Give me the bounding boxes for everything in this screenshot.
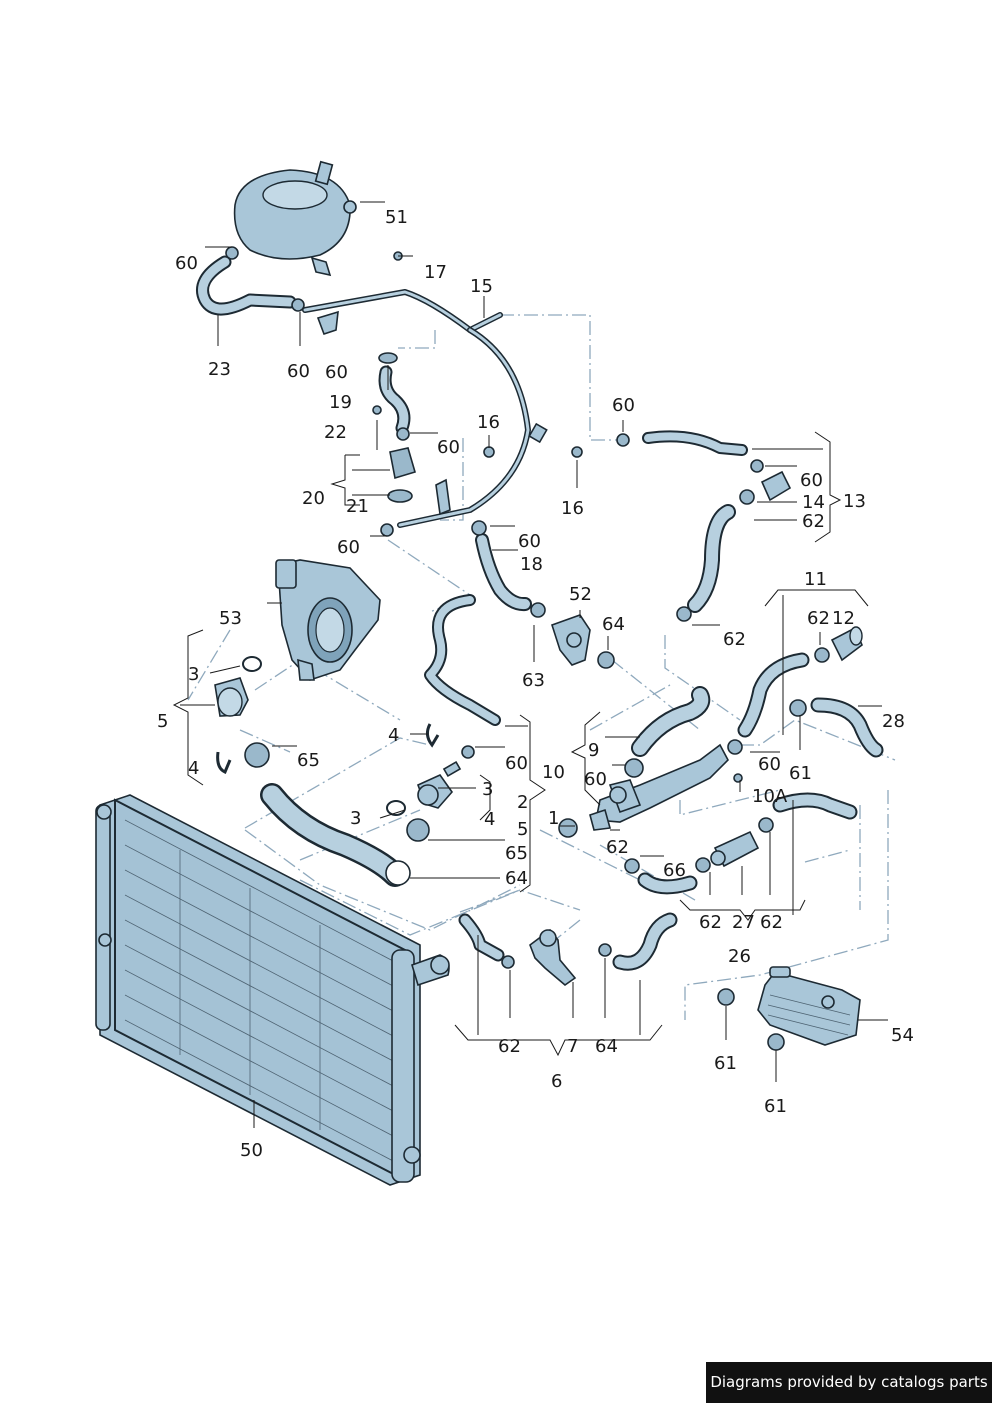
label-13: 13 <box>843 491 866 512</box>
hose-2 <box>424 594 501 726</box>
label-60: 60 <box>287 361 310 382</box>
label-6: 6 <box>551 1071 562 1092</box>
label-60: 60 <box>505 753 528 774</box>
label-61: 61 <box>789 763 812 784</box>
label-62: 62 <box>807 608 830 629</box>
label-15: 15 <box>470 276 493 297</box>
catalog-credit-banner: Diagrams provided by catalogs parts <box>706 1362 992 1403</box>
expansion-tank <box>233 160 357 277</box>
label-5: 5 <box>157 711 168 732</box>
label-7: 7 <box>567 1036 578 1057</box>
coolant-pipe-15 <box>302 289 548 528</box>
label-64: 64 <box>595 1036 618 1057</box>
label-4: 4 <box>188 758 199 779</box>
label-27: 27 <box>732 912 755 933</box>
connector-5 <box>214 656 262 717</box>
label-53: 53 <box>219 608 242 629</box>
label-60: 60 <box>584 769 607 790</box>
label-62: 62 <box>760 912 783 933</box>
label-61: 61 <box>714 1053 737 1074</box>
hose-13 <box>642 430 748 613</box>
label-62: 62 <box>498 1036 521 1057</box>
label-12: 12 <box>832 608 855 629</box>
label-16: 16 <box>561 498 584 519</box>
connector-3-right <box>386 723 462 816</box>
label-28: 28 <box>882 711 905 732</box>
label-16: 16 <box>477 412 500 433</box>
label-10a: 10A <box>752 786 788 807</box>
label-21: 21 <box>346 496 369 517</box>
label-10: 10 <box>542 762 565 783</box>
label-60: 60 <box>175 253 198 274</box>
label-60: 60 <box>612 395 635 416</box>
coolant-distributor-10 <box>589 686 729 831</box>
label-64: 64 <box>505 868 528 889</box>
label-3: 3 <box>482 779 493 800</box>
hose-19 <box>378 365 411 435</box>
label-62: 62 <box>699 912 722 933</box>
callout-labels: 51 60 17 15 23 60 60 19 22 16 60 20 21 1… <box>157 207 914 1161</box>
label-62: 62 <box>606 837 629 858</box>
label-65: 65 <box>505 843 528 864</box>
label-20: 20 <box>302 488 325 509</box>
label-60: 60 <box>758 754 781 775</box>
label-63: 63 <box>522 670 545 691</box>
label-65: 65 <box>297 750 320 771</box>
label-64: 64 <box>602 614 625 635</box>
hose-28 <box>810 697 884 758</box>
label-66: 66 <box>663 860 686 881</box>
thermostat-housing <box>275 559 381 681</box>
label-19: 19 <box>329 392 352 413</box>
leader-lines <box>172 201 888 1128</box>
label-5: 5 <box>517 819 528 840</box>
label-17: 17 <box>424 262 447 283</box>
label-22: 22 <box>324 422 347 443</box>
label-60: 60 <box>437 437 460 458</box>
hose-18 <box>475 533 532 612</box>
hose-11 <box>737 652 810 738</box>
label-60: 60 <box>518 531 541 552</box>
label-4: 4 <box>484 809 495 830</box>
label-11: 11 <box>804 569 827 590</box>
label-14: 14 <box>802 492 825 513</box>
label-61: 61 <box>764 1096 787 1117</box>
label-60: 60 <box>337 537 360 558</box>
part-27 <box>710 830 760 868</box>
label-4: 4 <box>388 725 399 746</box>
label-1: 1 <box>548 808 559 829</box>
hose-6-assembly <box>458 912 678 987</box>
label-54: 54 <box>891 1025 914 1046</box>
label-52: 52 <box>569 584 592 605</box>
hose-10a <box>772 792 858 820</box>
label-51: 51 <box>385 207 408 228</box>
label-50: 50 <box>240 1140 263 1161</box>
label-9: 9 <box>588 740 599 761</box>
label-18: 18 <box>520 554 543 575</box>
label-2: 2 <box>517 792 528 813</box>
part-52 <box>551 614 591 666</box>
hose-66 <box>637 872 698 895</box>
hose-23 <box>196 255 297 316</box>
radiator <box>95 794 450 1186</box>
hose-64-lower <box>260 783 411 887</box>
label-60: 60 <box>325 362 348 383</box>
part-12 <box>830 626 863 662</box>
label-3: 3 <box>188 664 199 685</box>
oil-cooler <box>757 966 861 1046</box>
label-3: 3 <box>350 808 361 829</box>
label-26: 26 <box>728 946 751 967</box>
label-62: 62 <box>802 511 825 532</box>
label-23: 23 <box>208 359 231 380</box>
label-60: 60 <box>800 470 823 491</box>
part-14 <box>760 470 792 502</box>
label-62: 62 <box>723 629 746 650</box>
